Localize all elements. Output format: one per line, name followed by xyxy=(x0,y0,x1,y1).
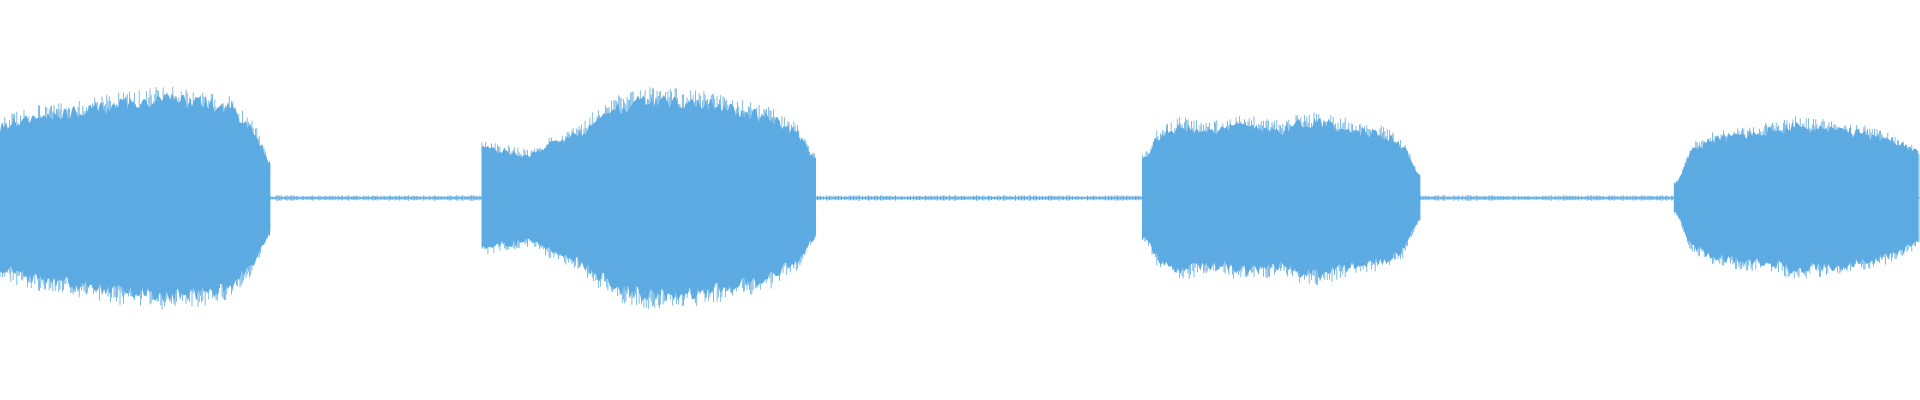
silence-segment xyxy=(815,195,1142,201)
sound-segment-peaks xyxy=(0,86,271,310)
silence-segment xyxy=(270,195,482,201)
sound-segment-peaks xyxy=(1673,116,1920,279)
sound-segment-peaks xyxy=(1142,112,1420,285)
sound-segment-peaks xyxy=(481,87,816,309)
silence-segment xyxy=(1420,195,1674,201)
waveform-channel xyxy=(0,86,1920,310)
